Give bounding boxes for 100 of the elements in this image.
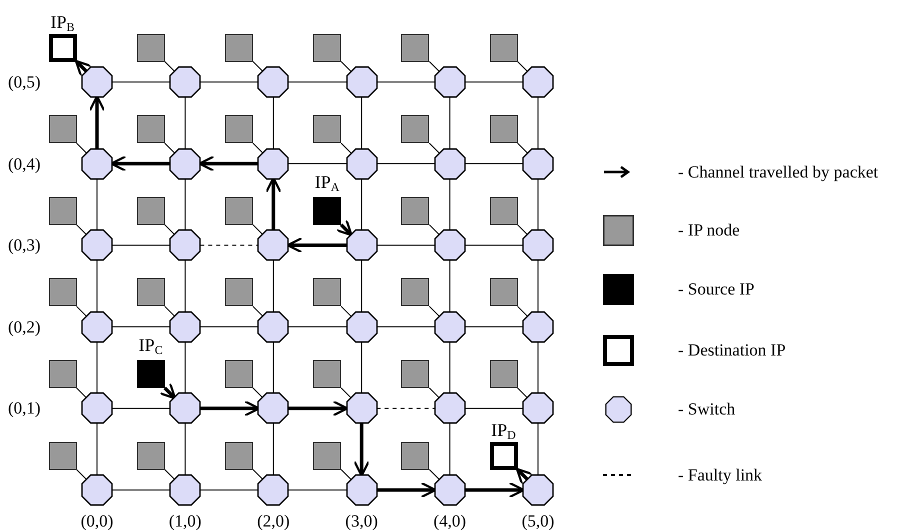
switch-octagon	[346, 312, 377, 342]
link-line	[340, 469, 352, 480]
link-line	[184, 260, 186, 312]
switch-octagon	[170, 312, 200, 342]
switch-octagon	[523, 67, 553, 97]
link-line	[428, 224, 440, 236]
link-line	[272, 260, 274, 312]
ip-node-box	[224, 34, 253, 62]
ip-node-box	[401, 34, 430, 62]
ip-node-box	[136, 196, 165, 225]
link-line	[96, 341, 98, 394]
ip-node-box	[313, 115, 342, 144]
ip-node-box	[401, 196, 430, 225]
ip-node-box	[224, 196, 253, 225]
link-line	[96, 178, 98, 231]
ip-node-box	[490, 115, 518, 144]
switch-octagon	[258, 393, 288, 424]
switch-octagon	[523, 148, 553, 179]
link-line	[340, 387, 352, 398]
link-line	[96, 260, 98, 312]
switch-octagon	[170, 230, 200, 260]
switch-octagon	[258, 312, 288, 342]
link-line	[272, 96, 274, 150]
link-line	[464, 326, 524, 328]
link-line	[517, 61, 528, 72]
switch-octagon	[82, 230, 112, 260]
link-line	[361, 260, 362, 312]
switch-octagon	[170, 67, 200, 97]
link-line	[76, 387, 87, 398]
switch-octagon	[434, 230, 465, 260]
link-line	[112, 408, 171, 409]
link-line	[112, 326, 171, 328]
switch-octagon	[82, 312, 112, 342]
ip-node-box	[136, 278, 165, 306]
switch-octagon	[258, 148, 288, 179]
link-line	[200, 326, 259, 328]
link-line	[76, 306, 87, 317]
arrow	[74, 60, 92, 77]
ip-node-box	[401, 278, 430, 306]
ip-node-box	[490, 278, 518, 306]
link-line	[252, 224, 264, 236]
ip-node-box	[48, 442, 76, 470]
link-line	[517, 306, 528, 317]
switch-octagon	[434, 312, 465, 342]
switch-octagon	[82, 67, 112, 97]
ip-node-box	[401, 442, 430, 470]
link-line	[76, 469, 87, 480]
link-line	[164, 61, 176, 72]
switch-octagon	[523, 230, 553, 260]
link-line	[428, 306, 440, 317]
switch-octagon	[523, 312, 553, 342]
switch-octagon	[346, 148, 377, 179]
coordinate-label: (3,0)	[345, 512, 378, 530]
ip-label: IP$_{D}$	[491, 420, 516, 442]
ip-label: IP$_{B}$	[50, 12, 75, 34]
ip-node-box	[48, 278, 76, 306]
coordinate-label: (5,0)	[522, 512, 554, 530]
ip-node-box	[313, 360, 342, 388]
switch-octagon	[434, 475, 465, 505]
link-line	[449, 96, 450, 150]
ip-node-box	[224, 115, 253, 144]
ip-node-box	[224, 278, 253, 306]
link-line	[96, 422, 98, 476]
link-line	[184, 96, 186, 150]
ip-node-box	[136, 34, 165, 62]
switch-octagon	[170, 393, 200, 424]
ip-node-box	[490, 196, 518, 225]
legend-text: - Faulty link	[678, 466, 762, 484]
coordinate-label: (0,0)	[80, 512, 114, 530]
coordinate-label: (0,5)	[8, 74, 41, 90]
ip-node-box	[490, 34, 518, 62]
link-line	[164, 469, 176, 480]
ip-node-box	[224, 360, 253, 388]
arrow	[516, 468, 533, 485]
link-line	[428, 387, 440, 398]
link-line	[376, 244, 436, 246]
link-line	[184, 422, 186, 476]
link-line	[272, 341, 274, 394]
dashed-link	[376, 408, 436, 409]
switch-octagon	[82, 148, 112, 179]
arrow	[336, 219, 353, 236]
link-line	[449, 341, 450, 394]
ip-node-box	[401, 115, 430, 144]
ip-node-box	[48, 360, 76, 388]
link-line	[517, 142, 528, 154]
arrow	[353, 423, 370, 477]
link-line	[164, 306, 176, 317]
link-line	[361, 341, 362, 394]
coordinate-label: (4,0)	[434, 512, 466, 530]
switch-octagon	[523, 393, 553, 424]
link-line	[184, 178, 186, 231]
coordinate-label: (0,4)	[8, 155, 41, 172]
legend-text: - IP node	[678, 222, 740, 238]
coordinate-label: (1,0)	[168, 512, 202, 530]
link-line	[376, 326, 436, 328]
ip-node-box	[136, 442, 165, 470]
ip-node-box	[48, 115, 76, 144]
link-line	[428, 142, 440, 154]
link-line	[449, 422, 450, 476]
ip-node-box	[136, 115, 165, 144]
